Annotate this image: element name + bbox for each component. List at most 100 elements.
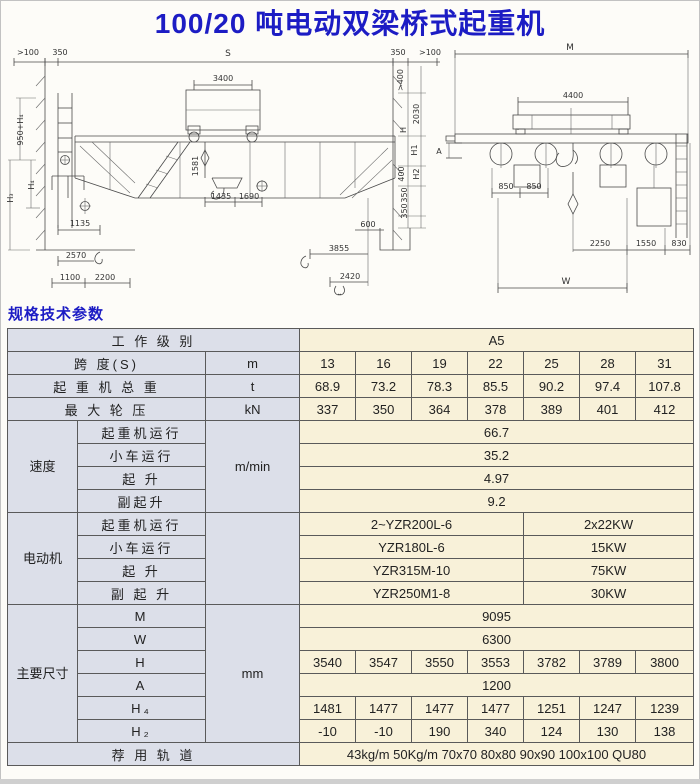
- dims-value: 1477: [355, 696, 413, 720]
- dims-row-label: H: [77, 650, 206, 674]
- dim-label: 350: [52, 48, 67, 57]
- motor-unit: [204, 512, 301, 605]
- dims-value: 9095: [299, 604, 695, 628]
- span-value: 28: [579, 351, 637, 375]
- motor-row-label: 起 升: [77, 558, 206, 582]
- wheel-load-value: 364: [411, 397, 469, 421]
- dim-label: H1: [410, 144, 419, 155]
- speed-row-label: 副起升: [77, 489, 206, 513]
- wheel-load-value: 389: [523, 397, 581, 421]
- speed-row-label: 小车运行: [77, 443, 206, 467]
- table-row: H₄ 1481 1477 1477 1477 1251 1247 1239: [8, 696, 695, 720]
- dim-label: 1581: [191, 156, 200, 176]
- span-value: 25: [523, 351, 581, 375]
- dim-label: 400: [397, 166, 406, 181]
- wheel-load-value: 412: [635, 397, 695, 421]
- table-row: 主要尺寸 M mm 9095: [7, 604, 695, 743]
- section-heading: 规格技术参数: [8, 306, 105, 323]
- dims-value: 3553: [467, 650, 525, 674]
- dim-label: 850: [498, 182, 513, 191]
- dims-value: 3789: [579, 650, 637, 674]
- span-value: 16: [355, 351, 413, 375]
- motor-power: 15KW: [523, 535, 695, 559]
- dims-row-label: M: [77, 604, 206, 628]
- dims-value: 190: [411, 719, 469, 743]
- table-row: 荐 用 轨 道 43kg/m 50Kg/m 70x70 80x80 90x90 …: [6, 742, 695, 766]
- dims-row-label: H₄: [77, 696, 206, 720]
- dim-label: 350: [400, 203, 409, 218]
- span-unit: m: [204, 351, 301, 375]
- weight-value: 107.8: [635, 374, 695, 398]
- dim-label: 2250: [590, 239, 610, 248]
- speed-value: 35.2: [299, 443, 695, 467]
- page-title: 100/20 吨电动双梁桥式起重机: [154, 8, 546, 39]
- front-view-labels: >100 350 S 3400 350 >100 >400 2030 H H1 …: [6, 48, 441, 282]
- dims-group-label: 主要尺寸: [7, 604, 78, 743]
- weight-value: 73.2: [355, 374, 413, 398]
- table-row: W 6300: [8, 627, 695, 651]
- dim-label: 350: [390, 48, 405, 57]
- dim-label: >400: [396, 69, 405, 91]
- dim-label: 830: [671, 239, 686, 248]
- dim-label: H₃: [6, 193, 15, 202]
- dim-label: 1135: [70, 219, 90, 228]
- table-row: 起 重 机 总 重 t 68.9 73.2 78.3 85.5 90.2 97.…: [7, 374, 695, 398]
- table-row: 跨 度(S) m 13 16 19 22 25 28 31: [7, 351, 695, 375]
- dim-label: >100: [419, 48, 441, 57]
- dim-label: 3400: [213, 74, 233, 83]
- span-value: 31: [635, 351, 695, 375]
- dim-label: 950+H₄: [16, 114, 25, 145]
- dim-label: H₄: [27, 180, 36, 189]
- table-row: 副起升 9.2: [8, 489, 695, 513]
- wheel-load-value: 401: [579, 397, 637, 421]
- dims-value: 1251: [523, 696, 581, 720]
- speed-group-label: 速度: [7, 420, 78, 513]
- dims-value: 138: [635, 719, 695, 743]
- motor-row-label: 副 起 升: [77, 581, 206, 605]
- table-row: 电动机 起重机运行 2~YZR200L-6 2x22KW: [7, 512, 695, 605]
- speed-row-label: 起重机运行: [77, 420, 206, 444]
- weight-label: 起 重 机 总 重: [7, 374, 206, 398]
- weight-value: 68.9: [299, 374, 357, 398]
- bottom-edge-band: [0, 779, 700, 784]
- grade-label: 工 作 级 别: [6, 328, 301, 352]
- dims-value: 1481: [299, 696, 357, 720]
- dims-value: 130: [579, 719, 637, 743]
- span-value: 19: [411, 351, 469, 375]
- motor-model: YZR315M-10: [299, 558, 525, 582]
- dim-label: 600: [360, 220, 375, 229]
- dims-value: 1477: [411, 696, 469, 720]
- weight-value: 78.3: [411, 374, 469, 398]
- wheel-load-value: 337: [299, 397, 357, 421]
- dim-label: M: [566, 43, 574, 53]
- dims-value: 124: [523, 719, 581, 743]
- grade-value: A5: [299, 328, 695, 352]
- dims-value: 3547: [355, 650, 413, 674]
- motor-model: 2~YZR200L-6: [299, 512, 525, 536]
- span-label: 跨 度(S): [7, 351, 206, 375]
- span-value: 22: [467, 351, 525, 375]
- weight-unit: t: [204, 374, 301, 398]
- motor-power: 75KW: [523, 558, 695, 582]
- dim-label: H2: [412, 168, 421, 179]
- dim-label: 1100: [60, 273, 80, 282]
- speed-value: 9.2: [299, 489, 695, 513]
- dims-row-label: H₂: [77, 719, 206, 743]
- table-row: 小车运行 YZR180L-6 15KW: [8, 535, 695, 559]
- dim-label: S: [225, 49, 231, 59]
- wheel-load-unit: kN: [204, 397, 301, 421]
- wheel-load-label: 最 大 轮 压: [7, 397, 206, 421]
- front-view-lines: [8, 58, 440, 296]
- weight-value: 97.4: [579, 374, 637, 398]
- crane-drawing-svg: >100 350 S 3400 350 >100 >400 2030 H H1 …: [6, 43, 691, 296]
- dims-value: 340: [467, 719, 525, 743]
- dim-label: 2570: [66, 251, 86, 260]
- speed-value: 4.97: [299, 466, 695, 490]
- dim-label: 350: [400, 187, 409, 202]
- motor-power: 30KW: [523, 581, 695, 605]
- motor-power: 2x22KW: [523, 512, 695, 536]
- dims-value: 6300: [299, 627, 695, 651]
- motor-group-label: 电动机: [7, 512, 78, 605]
- dim-label: 850: [526, 182, 541, 191]
- dims-row-label: A: [77, 673, 206, 697]
